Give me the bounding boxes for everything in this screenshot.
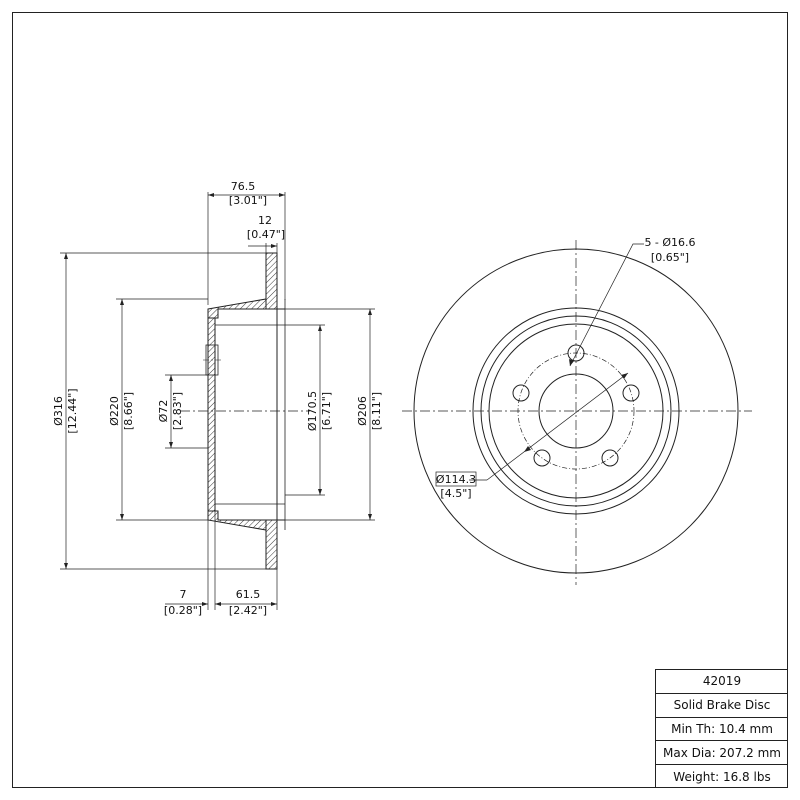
bolt-circle-label-box bbox=[435, 471, 477, 487]
hat-diameter-inch-label: [8.66"] bbox=[122, 392, 135, 430]
bolt-circle-label: Ø114.3 bbox=[436, 473, 476, 486]
width-overall-label: 76.5 bbox=[231, 180, 256, 193]
rotor-thickness-label: 12 bbox=[258, 214, 272, 227]
bolt-hole bbox=[601, 449, 619, 467]
center-bore-label: Ø72 bbox=[157, 400, 170, 423]
bolt-hole bbox=[622, 384, 640, 402]
side-dimension-lines bbox=[60, 192, 375, 610]
center-bore-inch-label: [2.83"] bbox=[171, 392, 184, 430]
inner-diameter-inch-label: [6.71"] bbox=[320, 392, 333, 430]
outer-diameter-label: Ø316 bbox=[52, 396, 65, 426]
min-thickness: Min Th: 10.4 mm bbox=[656, 718, 788, 742]
inner-diameter-label: Ø170.5 bbox=[306, 391, 319, 431]
hat-face-section bbox=[207, 317, 216, 512]
hat-thickness-label: 7 bbox=[180, 588, 187, 601]
bolt-circle-inch-label: [4.5"] bbox=[440, 487, 471, 500]
title-block: 42019 Solid Brake Disc Min Th: 10.4 mm M… bbox=[655, 669, 788, 788]
bolt-holes-label: 5 - Ø16.6 bbox=[644, 236, 695, 249]
part-number: 42019 bbox=[656, 670, 788, 694]
side-section-view bbox=[180, 252, 310, 570]
width-overall-inch-label: [3.01"] bbox=[229, 194, 267, 207]
bolt-hole bbox=[512, 384, 530, 402]
side-dimension-labels: 76.5 [3.01"] 12 [0.47"] Ø316 [12.44"] Ø2… bbox=[52, 180, 383, 617]
friction-ring-section-bottom bbox=[265, 519, 278, 570]
hat-thickness-inch-label: [0.28"] bbox=[164, 604, 202, 617]
front-view bbox=[402, 240, 752, 585]
drawing-border bbox=[12, 12, 788, 788]
hat-height-label: 61.5 bbox=[236, 588, 261, 601]
drum-diameter-inch-label: [8.11"] bbox=[370, 392, 383, 430]
part-description: Solid Brake Disc bbox=[656, 694, 788, 718]
outer-diameter-inch-label: [12.44"] bbox=[66, 388, 79, 433]
hat-height-inch-label: [2.42"] bbox=[229, 604, 267, 617]
bolt-holes-inch-label: [0.65"] bbox=[651, 251, 689, 264]
drum-diameter-label: Ø206 bbox=[356, 396, 369, 426]
max-diameter: Max Dia: 207.2 mm bbox=[656, 741, 788, 766]
side-dimension-arrows bbox=[64, 193, 372, 606]
friction-ring-section-top bbox=[265, 252, 278, 310]
front-dimension-labels: 5 - Ø16.6 [0.65"] Ø114.3 [4.5"] bbox=[435, 236, 696, 500]
rotor-thickness-inch-label: [0.47"] bbox=[247, 228, 285, 241]
weight: Weight: 16.8 lbs bbox=[673, 769, 771, 784]
hat-diameter-label: Ø220 bbox=[108, 396, 121, 426]
bolt-hole bbox=[533, 449, 551, 467]
front-view-arrows bbox=[524, 359, 628, 452]
